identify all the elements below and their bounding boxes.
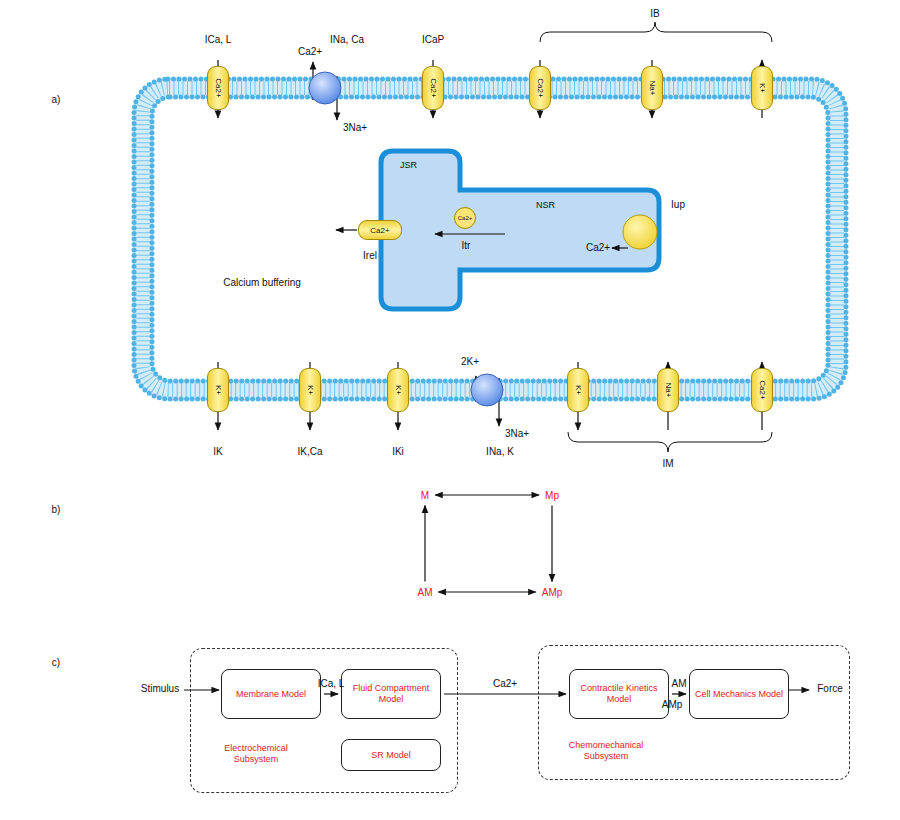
node-text: Cell Mechanics Model bbox=[694, 689, 784, 700]
model-box: Membrane Model bbox=[221, 669, 321, 719]
sr-outline bbox=[378, 148, 662, 312]
ion-channel: K+ bbox=[299, 368, 321, 412]
calcium-ion: Ca2+ bbox=[454, 207, 476, 229]
node-text: Ca2+ bbox=[429, 78, 438, 97]
ion-channel: Na+ bbox=[641, 66, 663, 110]
ion-channel: Ca2+ bbox=[751, 368, 773, 412]
model-box: SR Model bbox=[341, 739, 441, 771]
ion-channel: K+ bbox=[751, 66, 773, 110]
release-channel: Ca2+ bbox=[358, 220, 402, 240]
node-text: Ca2+ bbox=[370, 226, 389, 235]
ion-channel: Ca2+ bbox=[422, 66, 444, 110]
text-label: b) bbox=[52, 504, 61, 516]
node-text: K+ bbox=[574, 385, 583, 395]
model-box: Fluid Compartment Model bbox=[341, 669, 441, 719]
text-label: IM bbox=[662, 458, 673, 470]
text-label: IB bbox=[650, 8, 659, 20]
text-label: Ca2+ bbox=[586, 242, 610, 254]
node-text: Ca2+ bbox=[458, 215, 473, 221]
connector-arrow bbox=[324, 693, 338, 694]
edge-label: AM bbox=[672, 678, 687, 690]
text-label: IKi bbox=[392, 446, 404, 458]
node-text: M bbox=[421, 490, 429, 501]
text-label: Stimulus bbox=[141, 683, 179, 695]
text-label: c) bbox=[52, 657, 60, 669]
exchanger-pump bbox=[309, 72, 341, 104]
node-text: NSR bbox=[536, 200, 555, 210]
text-label: Ca2+ bbox=[298, 46, 322, 58]
group-heading: Electrochemical Subsystem bbox=[211, 743, 301, 765]
text-label: Irel bbox=[363, 250, 377, 262]
edge-label: ICa, L bbox=[318, 678, 345, 690]
text-label: a) bbox=[52, 94, 61, 106]
node-text: K+ bbox=[306, 385, 315, 395]
ion-channel: Ca2+ bbox=[529, 66, 551, 110]
text-label: INa, K bbox=[486, 446, 514, 458]
model-box: Contractile Kinetics Model bbox=[569, 669, 669, 719]
node-text: Ca2+ bbox=[536, 78, 545, 97]
node-text: K+ bbox=[758, 83, 767, 93]
transfer-arrow bbox=[435, 233, 505, 234]
node-text: AM bbox=[418, 587, 433, 598]
node-text: Na+ bbox=[664, 383, 673, 398]
node-text: Ca2+ bbox=[214, 78, 223, 97]
text-label: ICa, L bbox=[205, 34, 232, 46]
subsystem-group: Chemomechanical Subsystem Contractile Kin… bbox=[538, 645, 850, 780]
connector-arrow bbox=[672, 693, 686, 694]
state-label: Mp bbox=[542, 488, 562, 503]
channel-flux-arrows bbox=[218, 60, 762, 430]
sarcoplasmic-reticulum: JSR NSR Ca2+ Ca2+ bbox=[378, 148, 662, 312]
text-label: AMp bbox=[662, 699, 683, 711]
text-label: Itr bbox=[462, 240, 471, 252]
ion-channel: K+ bbox=[207, 368, 229, 412]
brace bbox=[540, 22, 772, 42]
ion-channel: K+ bbox=[387, 368, 409, 412]
node-text: K+ bbox=[394, 385, 403, 395]
text-label: 2K+ bbox=[461, 356, 479, 368]
node-text: Membrane Model bbox=[226, 689, 316, 700]
node-text: Mp bbox=[545, 490, 559, 501]
subsystem-group: Electrochemical Subsystem Membrane Model F… bbox=[190, 648, 458, 793]
ion-channel: Ca2+ bbox=[207, 66, 229, 110]
node-text: K+ bbox=[214, 385, 223, 395]
node-text: Contractile Kinetics Model bbox=[574, 683, 664, 705]
ion-channel: K+ bbox=[567, 368, 589, 412]
state-label: M bbox=[418, 488, 432, 503]
text-label: IK bbox=[213, 446, 222, 458]
text-label: 3Na+ bbox=[343, 122, 367, 134]
connector-arrow bbox=[439, 591, 536, 592]
ion-channel: Na+ bbox=[657, 368, 679, 412]
node-text: Na+ bbox=[648, 81, 657, 96]
connector-arrow bbox=[424, 506, 425, 582]
node-text: SR Model bbox=[346, 750, 436, 761]
text-label: 3Na+ bbox=[505, 428, 529, 440]
text-label: Force bbox=[817, 683, 843, 695]
sodium-potassium-pump bbox=[471, 374, 503, 406]
cell-membrane bbox=[134, 79, 846, 399]
text-label: INa, Ca bbox=[330, 34, 364, 46]
node-text: Ca2+ bbox=[758, 380, 767, 399]
node-text: AMp bbox=[542, 587, 563, 598]
connector-arrow bbox=[551, 506, 552, 582]
uptake-pump bbox=[623, 215, 657, 249]
group-heading: Chemomechanical Subsystem bbox=[561, 740, 651, 762]
edge-label: Ca2+ bbox=[493, 678, 517, 690]
brace bbox=[568, 432, 772, 452]
node-text: JSR bbox=[400, 160, 417, 170]
text-label: Calcium buffering bbox=[223, 277, 301, 289]
text-label: IK,Ca bbox=[297, 446, 322, 458]
state-label: AM bbox=[415, 585, 436, 600]
text-label: ICaP bbox=[422, 34, 444, 46]
connector-arrow bbox=[444, 693, 566, 694]
uptake-arrow bbox=[612, 247, 628, 248]
connector-arrow bbox=[435, 494, 539, 495]
model-box: Cell Mechanics Model bbox=[689, 669, 789, 719]
text-label: Iup bbox=[671, 199, 685, 211]
sr-membrane bbox=[381, 151, 659, 309]
state-label: AMp bbox=[539, 585, 566, 600]
node-text: Fluid Compartment Model bbox=[346, 683, 436, 705]
